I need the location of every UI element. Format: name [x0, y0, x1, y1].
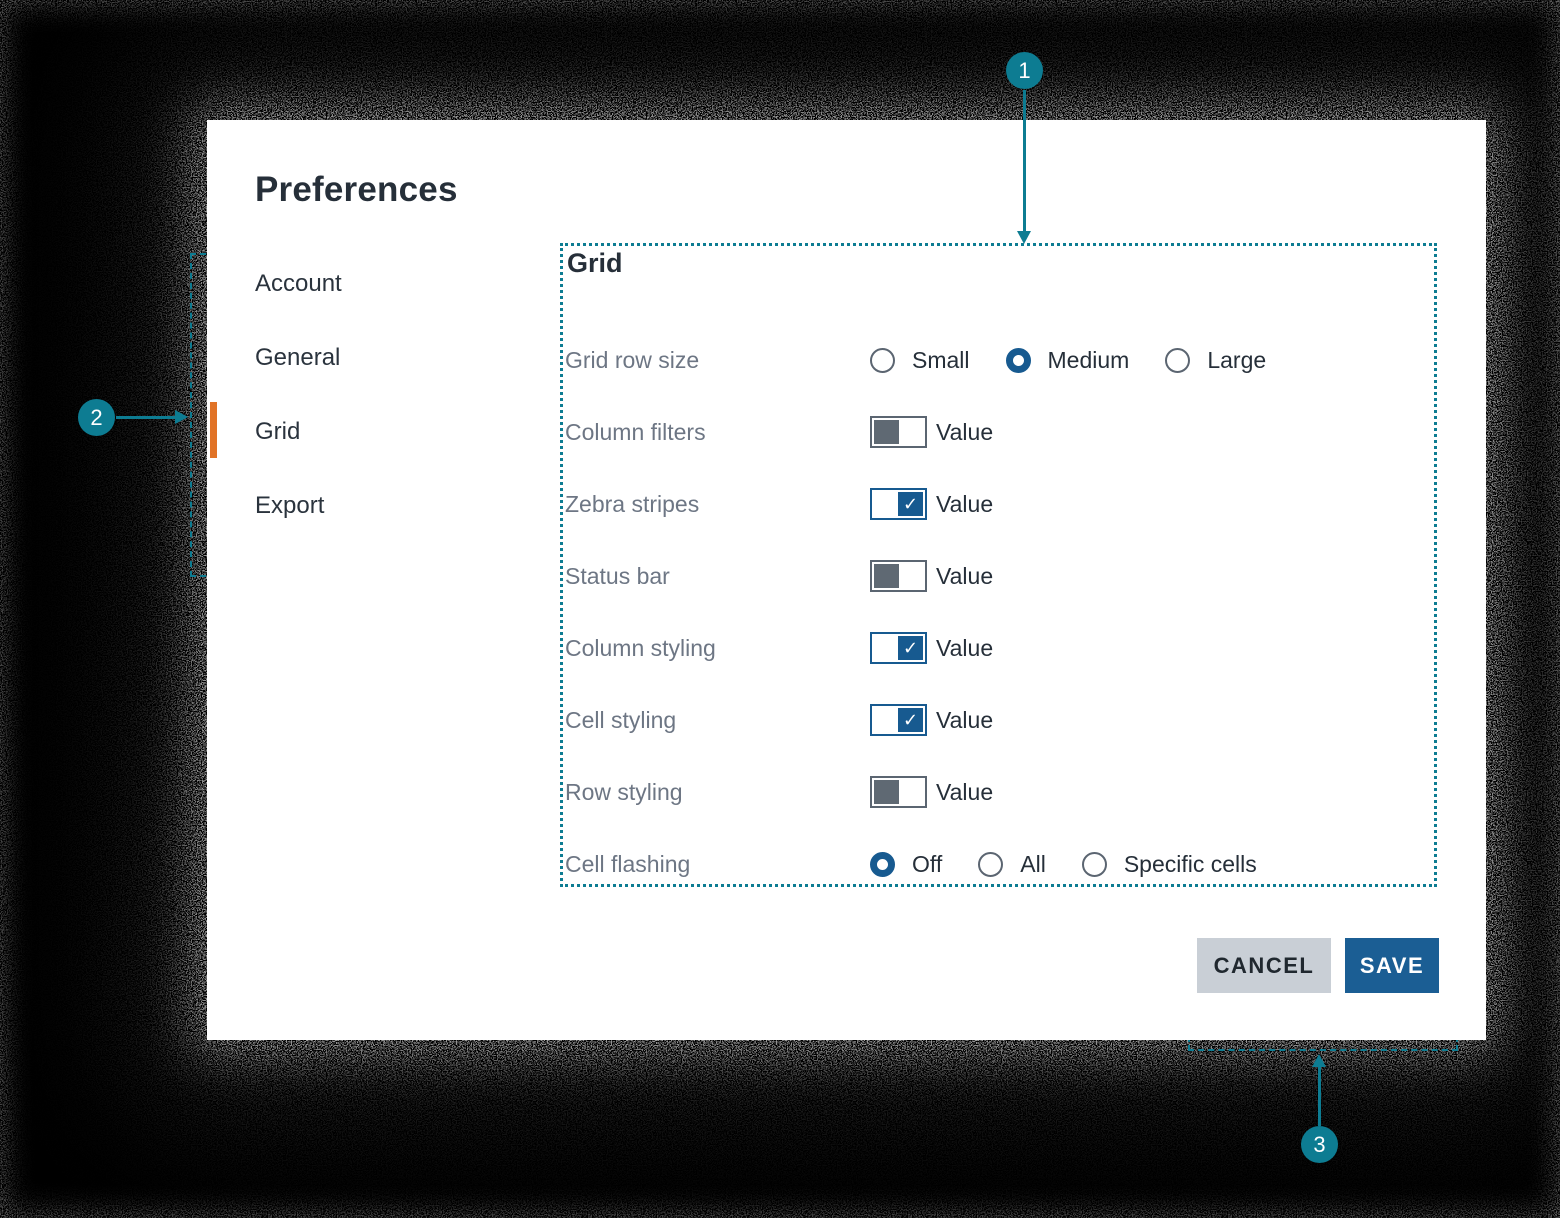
radio-option-all[interactable]: All — [978, 851, 1046, 878]
unchecked-knob — [874, 780, 899, 804]
sidebar-item-account[interactable]: Account — [255, 270, 342, 297]
checkbox-toggle[interactable] — [870, 560, 927, 592]
annotation-2-badge: 2 — [78, 399, 115, 436]
radio-icon[interactable] — [978, 851, 1004, 877]
settings-row: Zebra stripes Value — [565, 468, 1435, 540]
row-control: Value — [870, 560, 993, 592]
row-control: Value — [870, 416, 993, 448]
row-control: Value — [870, 632, 993, 664]
checkmark-icon — [898, 708, 923, 732]
value-label: Value — [936, 418, 994, 445]
checkbox-toggle[interactable] — [870, 704, 927, 736]
settings-row: Cell styling Value — [565, 684, 1435, 756]
sidebar-item-export[interactable]: Export — [255, 492, 325, 519]
settings-row: Row styling Value — [565, 756, 1435, 828]
radio-option-off[interactable]: Off — [870, 851, 942, 878]
radio-option-large[interactable]: Large — [1165, 347, 1266, 374]
save-button[interactable]: SAVE — [1345, 938, 1439, 993]
value-label: Value — [936, 778, 994, 805]
page-title: Preferences — [255, 170, 458, 209]
radio-icon[interactable] — [1081, 851, 1107, 877]
checkbox-toggle[interactable] — [870, 488, 927, 520]
radio-option-specific-cells[interactable]: Specific cells — [1081, 850, 1257, 878]
row-label: Status bar — [565, 562, 670, 589]
checkbox-toggle[interactable] — [870, 776, 927, 808]
radio-selected-icon[interactable] — [870, 851, 895, 877]
row-control: Off All Specific cells — [870, 851, 1293, 878]
row-label: Column styling — [565, 634, 716, 661]
radio-label: Small — [912, 346, 970, 373]
checkmark-icon — [898, 492, 923, 516]
row-control: Value — [870, 704, 993, 736]
cancel-button[interactable]: CANCEL — [1197, 938, 1331, 993]
checkmark-icon — [898, 636, 923, 660]
settings-row: Status bar Value — [565, 540, 1435, 612]
annotation-3-arrow-icon — [1312, 1054, 1326, 1067]
row-label: Cell flashing — [565, 850, 691, 877]
sidebar-item-grid[interactable]: Grid — [255, 418, 301, 445]
radio-label: Large — [1207, 346, 1267, 373]
annotation-2-arrow-icon — [175, 410, 188, 424]
radio-label: All — [1020, 850, 1046, 877]
annotation-1-arrow-icon — [1017, 231, 1031, 244]
unchecked-knob — [874, 564, 899, 588]
row-label: Column filters — [565, 418, 706, 445]
row-label: Grid row size — [565, 346, 700, 373]
annotation-3-line — [1318, 1066, 1321, 1126]
radio-selected-icon[interactable] — [1005, 347, 1031, 373]
value-label: Value — [936, 490, 994, 517]
radio-label: Off — [912, 850, 943, 877]
annotation-2-line — [116, 416, 176, 419]
row-label: Cell styling — [565, 706, 677, 733]
settings-row: Column styling Value — [565, 612, 1435, 684]
sidebar-item-general[interactable]: General — [255, 344, 341, 371]
radio-label: Medium — [1047, 346, 1130, 373]
radio-icon[interactable] — [870, 347, 895, 373]
radio-label: Specific cells — [1123, 850, 1257, 877]
unchecked-knob — [874, 420, 899, 444]
annotation-3-badge: 3 — [1301, 1126, 1338, 1163]
row-control: Value — [870, 488, 993, 520]
value-label: Value — [936, 706, 994, 733]
panel-heading: Grid — [567, 248, 623, 278]
row-label: Row styling — [565, 778, 683, 805]
row-label: Zebra stripes — [565, 490, 700, 517]
row-control: Small Medium Large — [870, 347, 1302, 374]
value-label: Value — [936, 634, 994, 661]
settings-row: Cell flashing Off All Specific cells — [565, 828, 1435, 900]
settings-row: Column filters Value — [565, 396, 1435, 468]
checkbox-toggle[interactable] — [870, 632, 927, 664]
row-control: Value — [870, 776, 993, 808]
radio-icon[interactable] — [1165, 347, 1191, 373]
annotation-1-badge: 1 — [1006, 52, 1043, 89]
value-label: Value — [936, 562, 994, 589]
radio-option-small[interactable]: Small — [870, 347, 970, 374]
checkbox-toggle[interactable] — [870, 416, 927, 448]
settings-row: Grid row size Small Medium Large — [565, 324, 1435, 396]
radio-option-medium[interactable]: Medium — [1005, 346, 1130, 374]
selected-item-indicator — [210, 402, 217, 458]
annotation-1-line — [1023, 90, 1026, 232]
